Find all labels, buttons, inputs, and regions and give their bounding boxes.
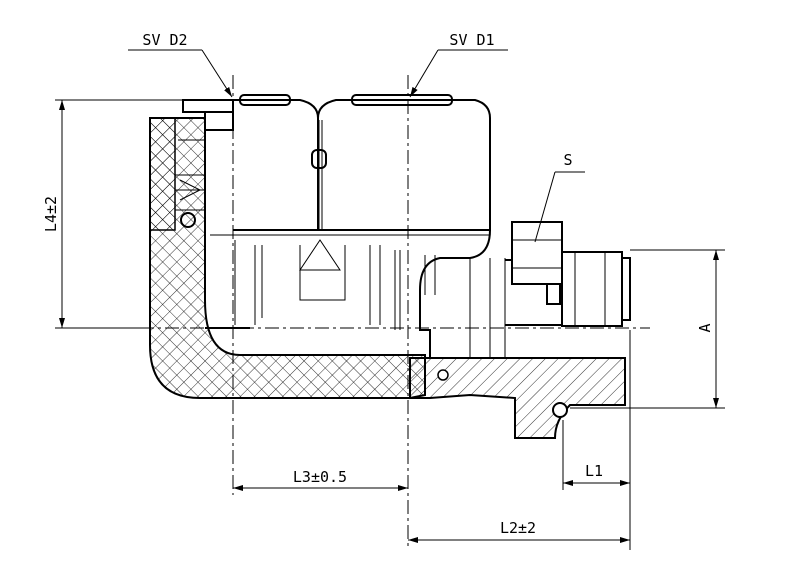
valve-cartridge-d1 [311,94,491,231]
fitting-section [409,357,626,439]
label-l1: L1 [585,462,603,480]
label-sv-d1: SV D1 [449,31,494,49]
label-sv-d2: SV D2 [142,31,187,49]
leader-sv-d2: SV D2 [128,31,233,98]
o-ring-small [437,369,449,381]
label-s: S [563,151,572,169]
dimension-l3: L3±0.5 [233,468,408,491]
o-ring [552,402,568,418]
inner-channels [205,229,506,358]
label-l4: L4±2 [42,196,60,232]
dimension-a: A [570,249,725,409]
leader-s: S [534,151,585,243]
dimension-l1: L1 [562,330,631,550]
label-a: A [696,323,714,332]
dimension-l4: L4±2 [42,99,230,329]
label-l3: L3±0.5 [293,468,347,486]
threaded-connector [505,251,631,327]
label-l2: L2±2 [500,519,536,537]
leader-sv-d1: SV D1 [409,31,508,98]
housing-upper-wall [149,117,176,231]
dimension-l2: L2±2 [408,519,630,543]
body-housing [149,117,426,399]
